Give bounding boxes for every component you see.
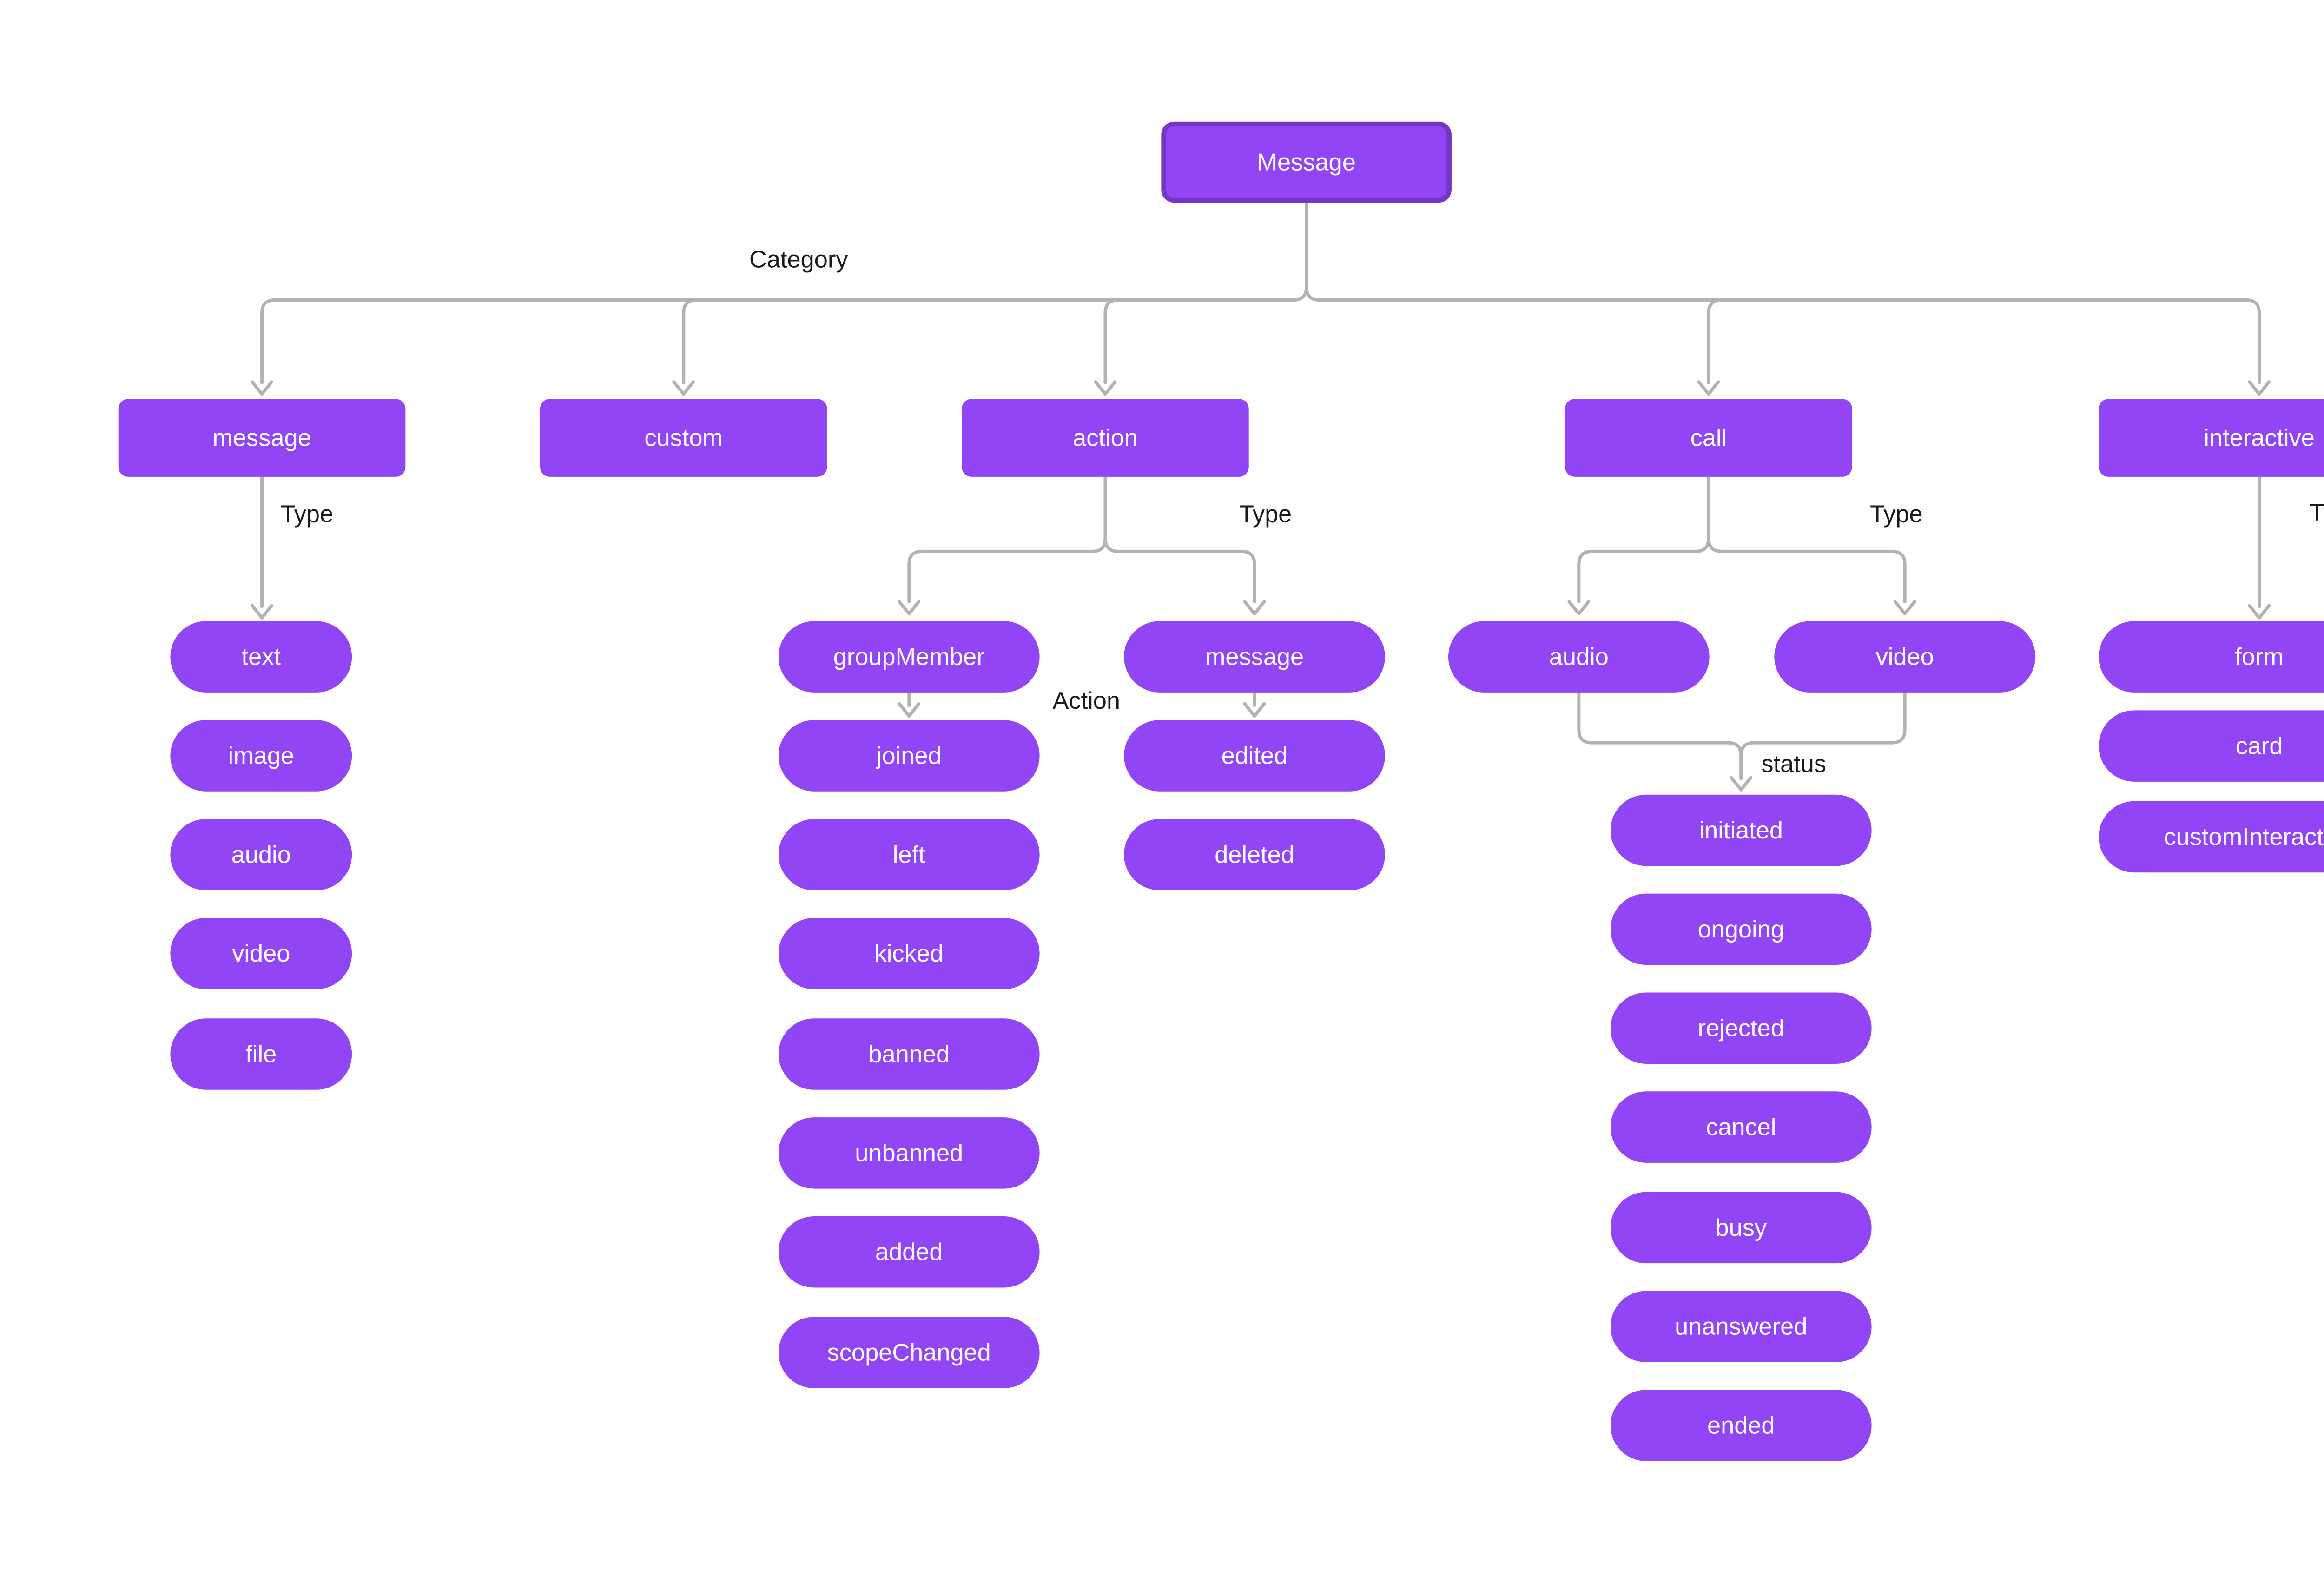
- edge-label-status: status: [1761, 751, 1827, 778]
- connector-call-type-fork: [1577, 475, 1907, 604]
- edge-label-category: Category: [749, 246, 848, 274]
- type-node-custom-interactive: customInteractive: [2099, 801, 2324, 873]
- type-node-form: form: [2099, 621, 2324, 693]
- action-node-unbanned: unbanned: [778, 1117, 1040, 1189]
- category-node-interactive: interactive: [2099, 399, 2324, 477]
- connector-category-trunk: [260, 201, 2261, 384]
- connector-call-status-merge: [1577, 691, 1907, 780]
- category-node-custom: custom: [540, 399, 827, 477]
- action-node-banned: banned: [778, 1018, 1040, 1090]
- category-node-action: action: [962, 399, 1249, 477]
- action-node-edited: edited: [1124, 720, 1385, 792]
- status-node-busy: busy: [1610, 1192, 1872, 1264]
- edge-label-action: Action: [1052, 687, 1121, 715]
- type-node-file: file: [170, 1018, 352, 1090]
- type-node-text: text: [170, 621, 352, 693]
- type-node-audio: audio: [170, 819, 352, 890]
- type-node-group-member: groupMember: [778, 621, 1040, 693]
- action-node-scope-changed: scopeChanged: [778, 1317, 1040, 1388]
- edge-label-action-type: Type: [1239, 501, 1292, 529]
- action-node-added: added: [778, 1216, 1040, 1288]
- category-node-message: message: [118, 399, 406, 477]
- category-node-call: call: [1565, 399, 1852, 477]
- status-node-unanswered: unanswered: [1610, 1291, 1872, 1363]
- edge-label-interactive-type: Type: [2309, 499, 2324, 528]
- type-node-image: image: [170, 720, 352, 792]
- action-node-deleted: deleted: [1124, 819, 1385, 890]
- type-node-call-audio: audio: [1448, 621, 1710, 693]
- status-node-ended: ended: [1610, 1390, 1872, 1461]
- action-node-left: left: [778, 819, 1040, 890]
- action-node-kicked: kicked: [778, 917, 1040, 989]
- connector-action-type-fork: [907, 475, 1256, 707]
- status-node-initiated: initiated: [1610, 794, 1872, 866]
- edge-label-call-type: Type: [1870, 501, 1923, 529]
- action-node-joined: joined: [778, 720, 1040, 792]
- root-node-message: Message: [1161, 121, 1452, 203]
- type-node-action-message: message: [1124, 621, 1385, 693]
- type-node-card: card: [2099, 710, 2324, 782]
- status-node-ongoing: ongoing: [1610, 893, 1872, 965]
- type-node-call-video: video: [1774, 621, 2036, 693]
- edge-label-message-type: Type: [280, 501, 334, 529]
- type-node-video: video: [170, 917, 352, 989]
- status-node-cancel: cancel: [1610, 1091, 1872, 1163]
- status-node-rejected: rejected: [1610, 992, 1872, 1064]
- connector-arrowheads: [251, 380, 2271, 792]
